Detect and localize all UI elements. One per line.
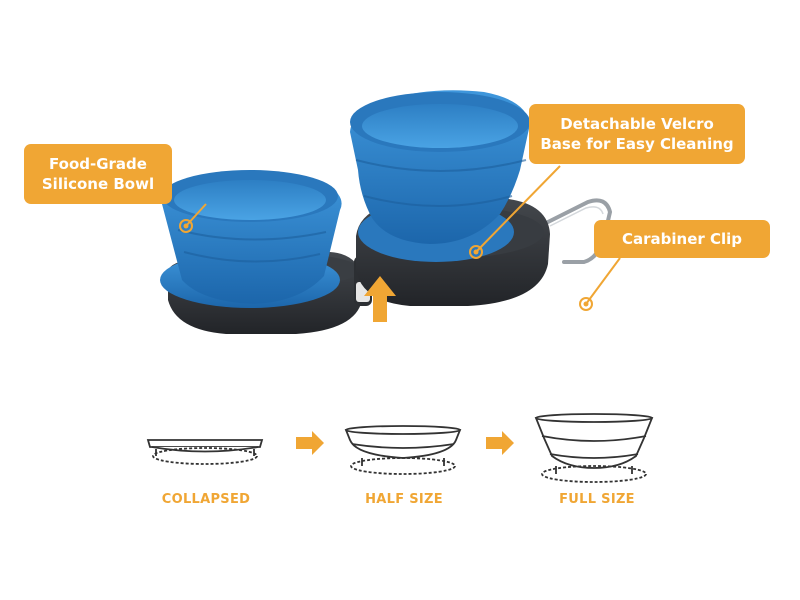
callout-velcro-line1: Detachable Velcro [560, 115, 714, 133]
callout-food-line1: Food-Grade [49, 155, 147, 173]
leader-line-velcro [475, 165, 561, 253]
callout-velcro-base: Detachable Velcro Base for Easy Cleaning [529, 104, 745, 164]
full-size-bowl-diagram [534, 413, 654, 483]
collapsed-bowl-diagram [146, 439, 264, 465]
leader-line-food [185, 203, 207, 227]
callout-clip-line1: Carabiner Clip [621, 230, 743, 248]
callout-food-line2: Silicone Bowl [41, 175, 155, 193]
callout-food-grade: Food-Grade Silicone Bowl [24, 144, 172, 204]
arrow-right-icon [296, 431, 324, 455]
left-bowl [160, 170, 342, 308]
arrow-up-icon [364, 276, 396, 322]
leader-line-clip [585, 257, 621, 305]
right-bowl [350, 90, 530, 262]
label-half-size: HALF SIZE [365, 492, 443, 507]
callout-carabiner-clip: Carabiner Clip [594, 220, 770, 258]
label-collapsed: COLLAPSED [161, 492, 251, 507]
arrow-right-icon [486, 431, 514, 455]
label-full-size: FULL SIZE [559, 492, 635, 507]
half-size-bowl-diagram [344, 425, 462, 475]
callout-velcro-line2: Base for Easy Cleaning [540, 135, 734, 153]
